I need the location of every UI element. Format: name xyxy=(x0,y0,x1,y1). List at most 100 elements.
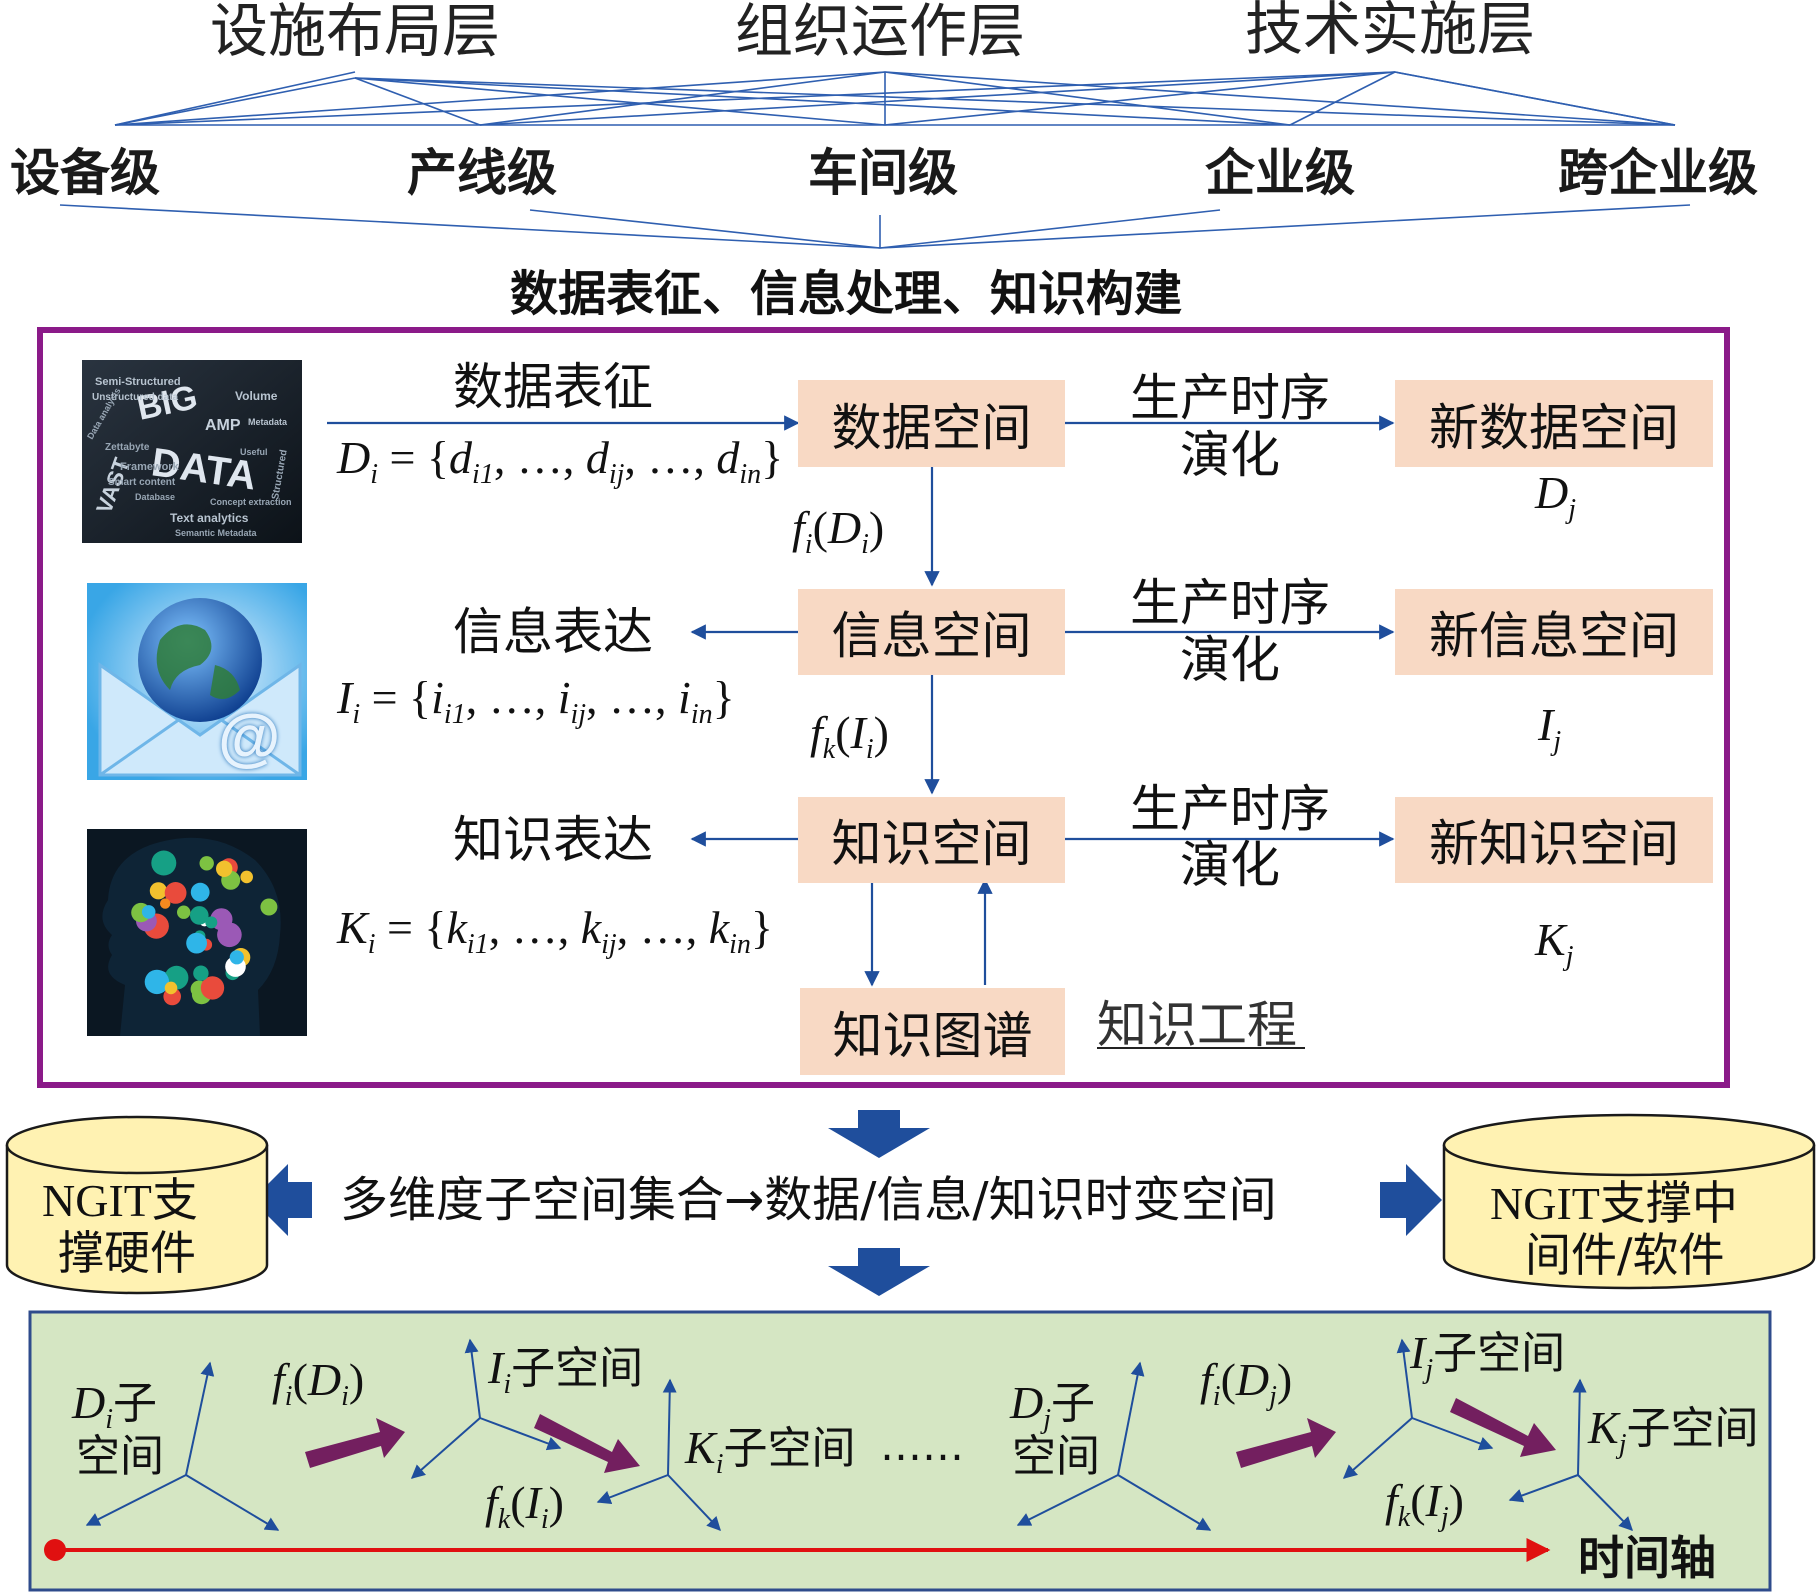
head-dot xyxy=(160,898,171,909)
evolution-label-2-line1: 生产时序 xyxy=(1130,574,1330,632)
head-dot xyxy=(190,906,209,925)
layer-technology-implementation: 技术实施层 xyxy=(1245,0,1536,63)
left-cylinder-line1: NGIT支 xyxy=(42,1175,198,1226)
svg-text:Text analytics: Text analytics xyxy=(170,511,249,525)
email-at-glyph: @ xyxy=(218,701,281,773)
svg-text:Database: Database xyxy=(135,492,175,502)
svg-text:Smart content: Smart content xyxy=(108,477,176,488)
time-evolution-panel xyxy=(28,1310,1772,1592)
svg-text:Concept extraction: Concept extraction xyxy=(210,497,292,507)
layer-organization-operation: 组织运作层 xyxy=(735,0,1026,65)
subspace-Ij-label: Ij子空间 xyxy=(1410,1327,1566,1386)
new-information-var: Ij xyxy=(1538,699,1562,758)
svg-text:Semantic Metadata: Semantic Metadata xyxy=(175,528,258,538)
func-fk-Ii-bottom: fk(Ii) xyxy=(485,1477,564,1536)
left-cylinder xyxy=(5,1115,269,1295)
head-dot xyxy=(164,981,178,995)
level-workshop: 车间级 xyxy=(808,144,958,202)
right-cylinder-line2: 间件/软件 xyxy=(1525,1228,1725,1282)
evolution-label-1-line1: 生产时序 xyxy=(1130,369,1330,427)
head-dot xyxy=(217,922,242,948)
evolution-label-2-line2: 演化 xyxy=(1180,631,1280,689)
svg-text:Framework: Framework xyxy=(120,461,180,473)
head-dot xyxy=(190,882,210,902)
svg-text:AMP: AMP xyxy=(205,417,241,434)
subspace-Ii-label: Ii子空间 xyxy=(488,1342,644,1401)
func-fk-Ij-bottom: fk(Ij) xyxy=(1385,1475,1464,1534)
head-dot xyxy=(240,870,253,884)
svg-text:Unstructured data: Unstructured data xyxy=(92,392,179,403)
func-fi-Di-bottom: fi(Di) xyxy=(272,1354,365,1413)
head-dot xyxy=(200,976,225,1000)
func-fk-Ii: fk(Ii) xyxy=(810,707,889,766)
svg-text:Semi-Structured: Semi-Structured xyxy=(95,376,181,388)
multidimensional-subspace-text: 多维度子空间集合→数据/信息/知识时变空间 xyxy=(340,1172,1277,1228)
data-characterization-label: 数据表征 xyxy=(453,358,653,416)
level-production-line: 产线级 xyxy=(407,144,557,202)
new-data-var: Dj xyxy=(1535,467,1577,526)
evolution-label-1-line2: 演化 xyxy=(1180,426,1280,484)
new-knowledge-var: Kj xyxy=(1535,914,1574,973)
knowledge-graph-box: 知识图谱 xyxy=(800,988,1065,1075)
panel-arrows xyxy=(327,415,1395,987)
level-enterprise: 企业级 xyxy=(1205,144,1355,202)
ellipsis: …… xyxy=(880,1421,964,1470)
new-data-space-box: 新数据空间 xyxy=(1395,380,1713,467)
head-dot xyxy=(177,905,191,919)
func-fi-Dj-bottom: fi(Dj) xyxy=(1200,1354,1293,1413)
right-cylinder-line1: NGIT支撑中 xyxy=(1490,1178,1738,1229)
head-dot xyxy=(229,950,244,965)
evolution-label-3-line2: 演化 xyxy=(1180,836,1280,894)
subspace-Dj-label-line2: 空间 xyxy=(1012,1431,1100,1482)
head-dot xyxy=(144,969,170,995)
subspace-Kj-label: Kj子空间 xyxy=(1588,1402,1759,1461)
level-cross-enterprise: 跨企业级 xyxy=(1558,144,1758,202)
knowledge-formula: Ki = {ki1, …, kij, …, kin} xyxy=(337,902,773,961)
head-dot xyxy=(193,965,209,981)
new-information-space-box: 新信息空间 xyxy=(1395,589,1713,675)
knowledge-head-dots xyxy=(131,850,278,1006)
subspace-axes xyxy=(85,1338,1633,1532)
subspace-Dj-label: Dj子 xyxy=(1010,1377,1096,1436)
information-space-box: 信息空间 xyxy=(798,589,1065,675)
new-knowledge-space-box: 新知识空间 xyxy=(1395,797,1713,883)
knowledge-expression-label: 知识表达 xyxy=(453,811,653,869)
svg-text:Zettabyte: Zettabyte xyxy=(105,442,150,453)
head-dot xyxy=(186,932,208,954)
main-panel-frame xyxy=(37,327,1730,1088)
top-connection-lines xyxy=(59,71,1691,249)
subspace-Di-label: Di子 xyxy=(72,1377,158,1436)
head-dot xyxy=(199,856,214,871)
head-dot xyxy=(216,860,233,877)
head-dot xyxy=(205,916,218,929)
func-fi-Di: fi(Di) xyxy=(792,502,885,561)
process-title: 数据表征、信息处理、知识构建 xyxy=(510,266,1183,322)
time-axis-label: 时间轴 xyxy=(1578,1531,1716,1585)
evolution-label-3-line1: 生产时序 xyxy=(1130,780,1330,838)
globe-email-thumbnail xyxy=(87,583,307,780)
svg-text:Volume: Volume xyxy=(235,389,278,403)
subspace-Di-label-line2: 空间 xyxy=(76,1431,164,1482)
level-equipment: 设备级 xyxy=(10,144,160,202)
head-dot xyxy=(141,905,156,919)
svg-text:Metadata: Metadata xyxy=(248,417,288,427)
time-axis-origin xyxy=(44,1539,66,1561)
right-cylinder xyxy=(1442,1113,1816,1290)
data-space-box: 数据空间 xyxy=(798,380,1065,467)
head-dot xyxy=(164,882,187,904)
big-data-thumbnail: BIG DATA Semi-Structured Unstructured da… xyxy=(82,360,302,543)
svg-text:Useful: Useful xyxy=(240,447,268,457)
subspace-Ki-label: Ki子空间 xyxy=(685,1422,856,1481)
layer-facility-layout: 设施布局层 xyxy=(210,0,501,65)
data-formula: Di = {di1, …, dij, …, din} xyxy=(337,432,784,491)
knowledge-engineering-label: 知识工程 xyxy=(1097,996,1297,1054)
knowledge-space-box: 知识空间 xyxy=(798,797,1065,883)
head-dot xyxy=(151,850,177,876)
head-dot xyxy=(149,882,167,900)
information-formula: Ii = {ii1, …, iij, …, iin} xyxy=(337,672,735,731)
information-expression-label: 信息表达 xyxy=(453,603,653,661)
block-arrows xyxy=(252,1110,1442,1296)
transformation-arrows xyxy=(305,1398,1556,1473)
left-cylinder-line2: 撑硬件 xyxy=(58,1226,196,1280)
